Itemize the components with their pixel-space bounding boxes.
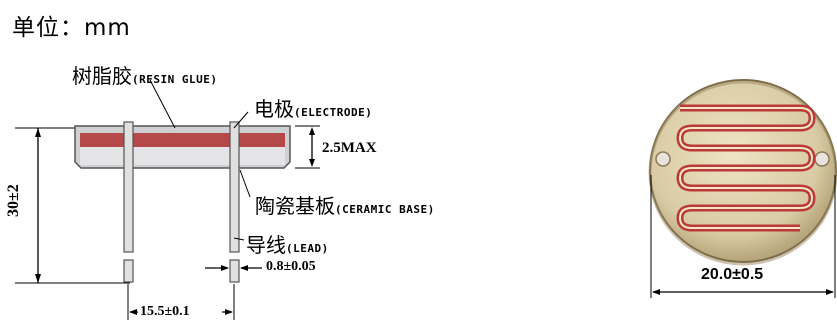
length-dimension: 30±2 — [5, 184, 22, 217]
electrode-pad-right — [814, 151, 830, 167]
lead-left — [123, 121, 134, 253]
disc-diameter-dimension: 20.0±0.5 — [701, 266, 764, 283]
electrode-leader — [233, 111, 249, 129]
ceramic-leader — [239, 169, 251, 198]
unit-label: 单位：mm — [12, 15, 131, 41]
lead-leader — [233, 237, 245, 241]
resin-glue-label: 树脂胶(RESIN GLUE) — [72, 64, 218, 88]
lead-right — [229, 121, 240, 253]
lead-diameter-dimension: 0.8±0.05 — [266, 259, 316, 274]
electrode-pad-left — [655, 151, 671, 167]
resin-leader — [149, 79, 176, 129]
ceramic-base-label: 陶瓷基板(CERAMIC BASE) — [255, 194, 435, 218]
electrode-label: 电极(ELECTRODE) — [254, 97, 373, 121]
height-max-dimension: 2.5MAX — [322, 140, 377, 156]
lead-pitch-dimension: 15.5±0.1 — [140, 304, 190, 319]
lead-label: 导线(LEAD) — [246, 233, 329, 257]
lead-left-tail — [123, 259, 134, 283]
lead-right-tail — [229, 259, 240, 283]
